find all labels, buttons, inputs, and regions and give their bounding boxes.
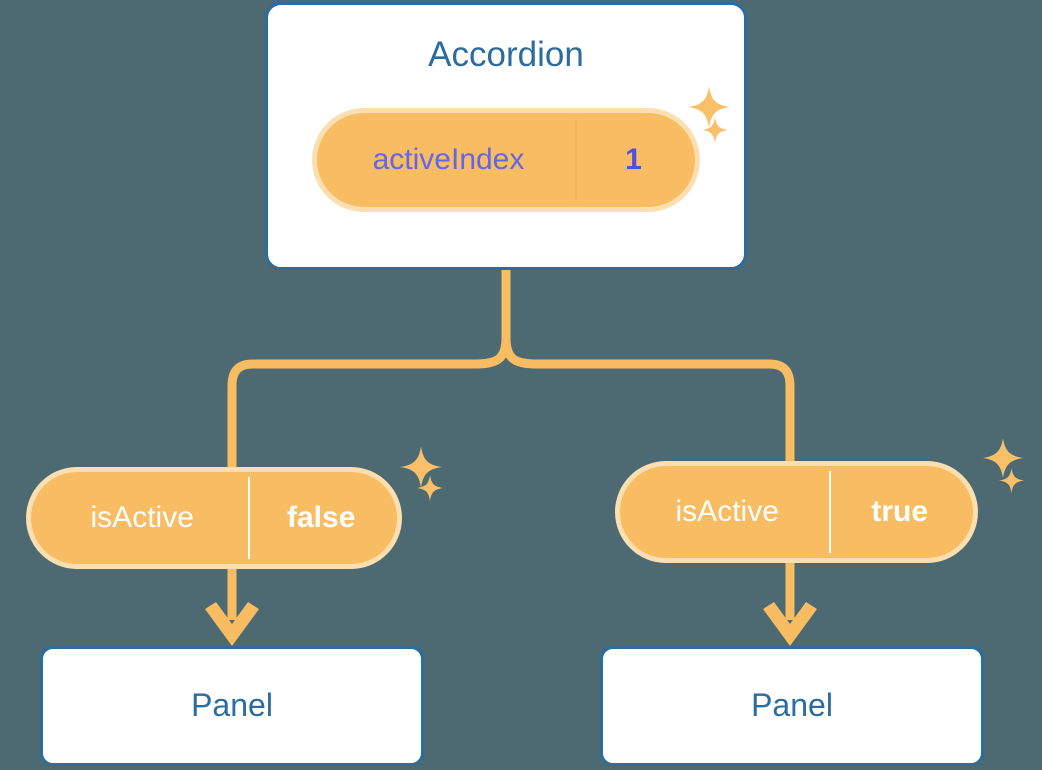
arrowhead-right-icon [763,602,817,646]
component-card-panel-left[interactable]: Panel [40,646,424,766]
sparkle-icon [415,473,445,503]
sparkle-icon [997,466,1026,495]
state-value-label: true [829,471,968,553]
state-value-label: false [248,477,392,559]
state-pill-is-active-right[interactable]: isActive true [615,461,978,563]
state-key-label: activeIndex [372,143,525,176]
panel-title: Panel [751,687,833,723]
state-pill-is-active-left[interactable]: isActive false [26,467,402,569]
state-pill-active-index[interactable]: activeIndex 1 [312,108,700,212]
state-key-label: isActive [675,495,779,528]
state-key-label: isActive [90,501,194,534]
sparkle-icon [398,444,444,490]
accordion-title: Accordion [428,35,584,74]
sparkle-icon [981,436,1025,480]
connector-branch-right [501,337,795,468]
component-card-panel-right[interactable]: Panel [600,646,984,766]
connector-branch-left [227,337,511,474]
panel-title: Panel [191,687,273,723]
state-value-label: 1 [575,118,690,202]
arrowhead-left-icon [205,602,259,646]
